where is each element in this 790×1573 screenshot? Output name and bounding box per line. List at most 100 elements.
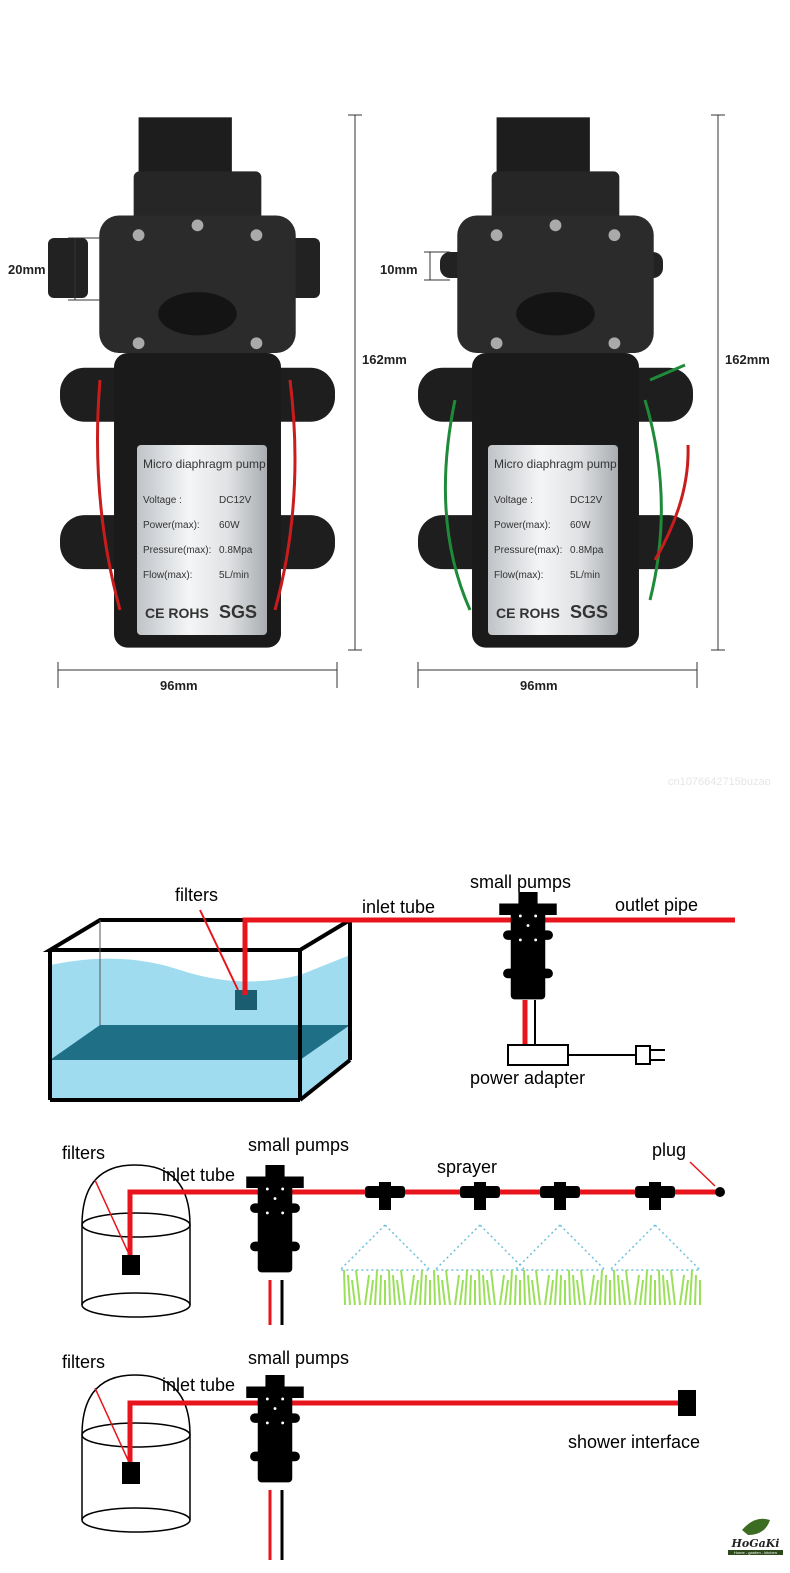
- grass-blade: [437, 1274, 441, 1306]
- grass-blade: [445, 1269, 451, 1306]
- grass-blade: [351, 1279, 356, 1306]
- grass-blade: [396, 1279, 401, 1306]
- grass-blade: [689, 1269, 693, 1306]
- pump-spec-plate-left: Micro diaphragm pump Voltage :DC12V Powe…: [137, 445, 267, 635]
- grass-blade: [580, 1269, 586, 1306]
- small-pump-icon: [499, 892, 557, 1000]
- grass-blade: [535, 1269, 541, 1306]
- grass-blade: [374, 1269, 378, 1306]
- grass-blade: [486, 1279, 491, 1306]
- grass-blade: [469, 1274, 472, 1306]
- grass-blade: [634, 1274, 640, 1306]
- grass-blade: [544, 1274, 550, 1306]
- grass-blade: [478, 1269, 481, 1306]
- small-pumps-label: small pumps: [248, 1135, 350, 1155]
- grass-blade: [355, 1269, 361, 1306]
- grass-blade: [441, 1279, 446, 1306]
- width-label-left: 96mm: [160, 678, 198, 693]
- grass-blade: [379, 1274, 382, 1306]
- filters-label: filters: [175, 885, 219, 905]
- inlet-10mm-label: 10mm: [380, 262, 418, 277]
- spec-value: 5L/min: [219, 570, 250, 581]
- grass-blade: [409, 1274, 415, 1306]
- grass-blade: [414, 1279, 419, 1306]
- spec-value: 60W: [219, 520, 240, 531]
- plug-label: plug: [652, 1140, 687, 1160]
- grass-blade: [625, 1269, 631, 1306]
- cert-marks: CE ROHS: [145, 605, 209, 621]
- plate-title: Micro diaphragm pump: [143, 457, 266, 471]
- grass-blade: [658, 1269, 661, 1306]
- grass-blade: [568, 1269, 571, 1306]
- grass: [343, 1269, 701, 1306]
- sgs-mark: SGS: [569, 602, 608, 622]
- filter-container-2: [81, 1164, 191, 1318]
- grass-blade: [509, 1269, 513, 1306]
- shower-interface-label: shower interface: [568, 1432, 701, 1452]
- spec-value: 5L/min: [570, 570, 601, 581]
- grass-blade: [639, 1279, 644, 1306]
- small-pump-icon: [246, 1165, 304, 1273]
- grass-blade: [684, 1279, 689, 1306]
- grass-blade: [594, 1279, 599, 1306]
- cert-marks: CE ROHS: [496, 605, 560, 621]
- power-adapter-label: power adapter: [470, 1068, 586, 1088]
- dimension-lines: [57, 114, 725, 688]
- brand-logo: HoGaKi Home - garden - kitchen: [728, 1515, 783, 1555]
- pump-photo-20mm: [48, 117, 335, 648]
- grass-blade: [589, 1274, 595, 1306]
- grass-blade: [419, 1269, 423, 1306]
- plate-title: Micro diaphragm pump: [494, 457, 617, 471]
- spray-patterns: [338, 1223, 702, 1271]
- filters-label: filters: [62, 1352, 106, 1372]
- outlet-pipe-label: outlet pipe: [615, 895, 699, 915]
- sprayer-icons: [365, 1182, 675, 1210]
- spec-name: Voltage :: [494, 495, 533, 506]
- grass-blade: [433, 1269, 436, 1306]
- grass-blade: [576, 1279, 581, 1306]
- grass-blade: [523, 1269, 526, 1306]
- grass-blade: [504, 1279, 509, 1306]
- grass-blade: [459, 1279, 464, 1306]
- grass-blade: [499, 1274, 505, 1306]
- pump-spec-plate-right: Micro diaphragm pump Voltage :DC12V Powe…: [488, 445, 618, 635]
- grass-blade: [364, 1274, 370, 1306]
- inlet-tube-label: inlet tube: [362, 897, 436, 917]
- grass-blade: [613, 1269, 616, 1306]
- shower-interface-icon: [678, 1390, 696, 1416]
- sgs-mark: SGS: [218, 602, 257, 622]
- grass-blade: [649, 1274, 652, 1306]
- grass-blade: [490, 1269, 496, 1306]
- aquarium-tank: [42, 918, 358, 1102]
- grass-blade: [599, 1269, 603, 1306]
- grass-blade: [604, 1274, 607, 1306]
- grass-blade: [572, 1274, 576, 1306]
- grass-blade: [662, 1274, 666, 1306]
- logo-tagline: Home - garden - kitchen: [728, 1550, 783, 1555]
- small-pumps-label: small pumps: [470, 872, 572, 892]
- spec-value: 0.8Mpa: [219, 545, 253, 556]
- end-plug-icon: [715, 1187, 725, 1197]
- grass-blade: [392, 1274, 396, 1306]
- grass-blade: [464, 1269, 468, 1306]
- grass-blade: [670, 1269, 676, 1306]
- grass-blade: [400, 1269, 406, 1306]
- grass-blade: [454, 1274, 460, 1306]
- spec-value: DC12V: [570, 495, 603, 506]
- spec-name: Pressure(max):: [143, 545, 212, 556]
- spec-name: Flow(max):: [494, 570, 544, 581]
- grass-blade: [369, 1279, 374, 1306]
- inlet-20mm-label: 20mm: [8, 262, 46, 277]
- grass-blade: [554, 1269, 558, 1306]
- grass-blade: [343, 1269, 346, 1306]
- plug-icon: [635, 1045, 665, 1065]
- power-adapter-icon: [507, 1044, 569, 1066]
- spec-name: Voltage :: [143, 495, 182, 506]
- grass-blade: [679, 1274, 685, 1306]
- spec-value: DC12V: [219, 495, 252, 506]
- spec-name: Pressure(max):: [494, 545, 563, 556]
- pump-photo-10mm: [418, 117, 693, 648]
- watermark: cn1076642715buzao: [668, 776, 771, 788]
- grass-blade: [559, 1274, 562, 1306]
